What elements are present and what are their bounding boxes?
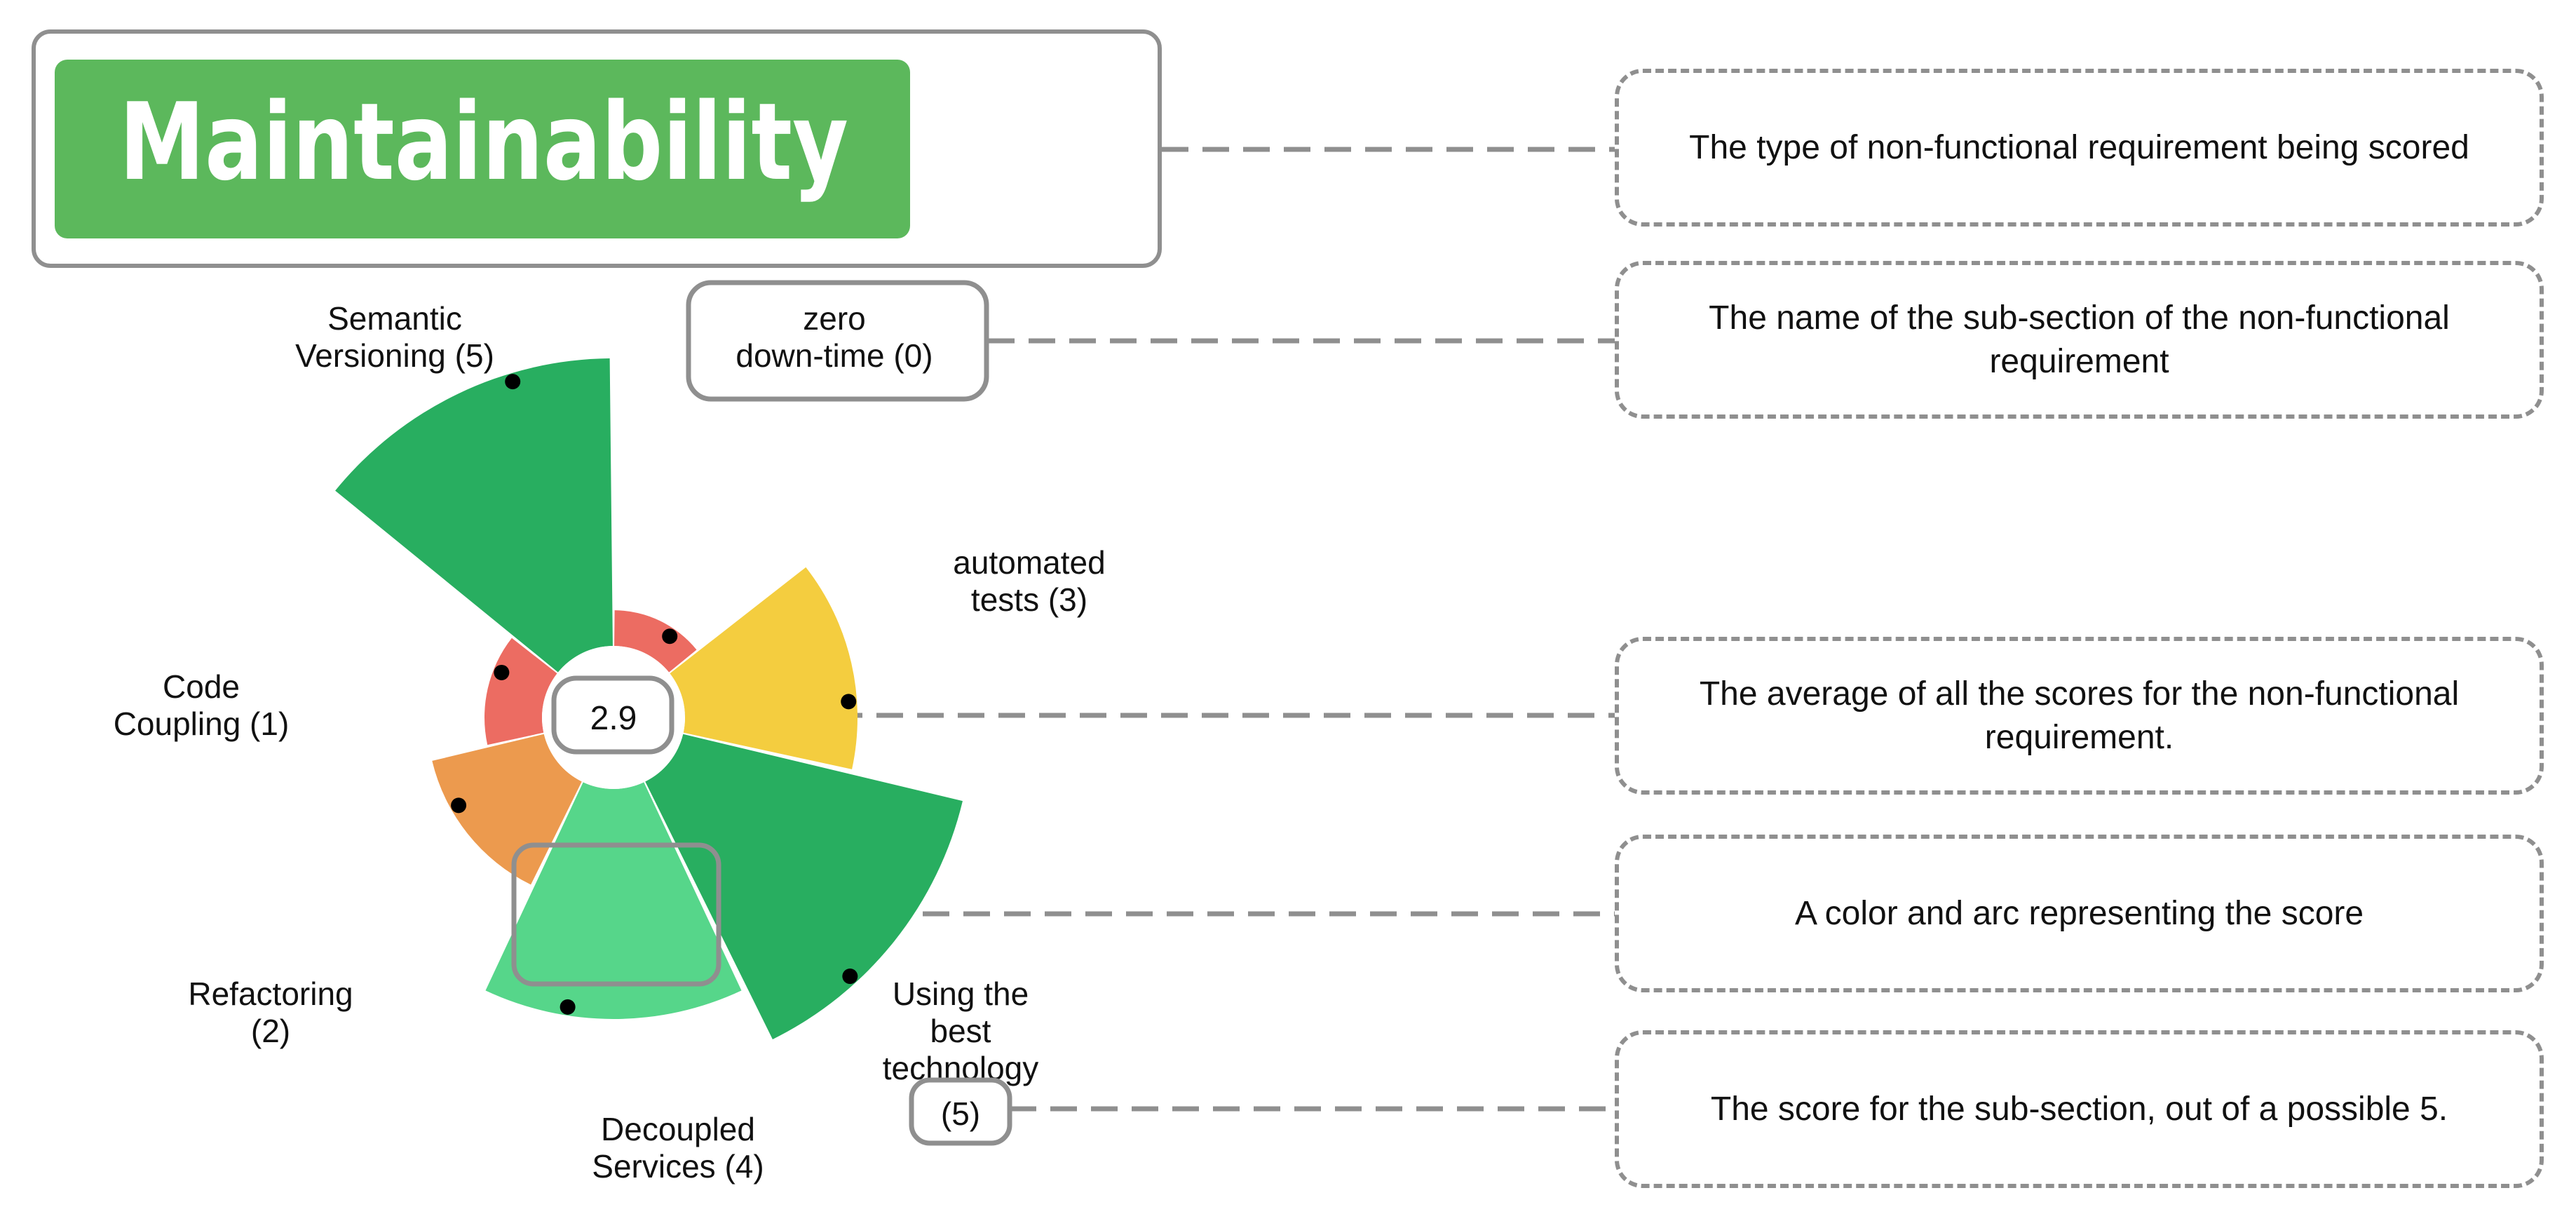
callout-section-score: The score for the sub-section, out of a …	[1615, 1030, 2544, 1188]
section-score-dot	[494, 664, 510, 680]
section-label-line: Using the	[893, 976, 1029, 1012]
section-name-frame	[686, 280, 989, 402]
section-label-line: Code	[163, 668, 240, 705]
section-label-line: Refactoring	[188, 976, 353, 1012]
callout-connectors	[673, 147, 1615, 1112]
callout-section-name: The name of the sub-section of the non-f…	[1615, 261, 2544, 419]
score-dots	[451, 374, 858, 1015]
highlight-frames	[511, 280, 989, 987]
callout-score-arc: A color and arc representing the score	[1615, 835, 2544, 992]
section-wedge	[670, 567, 858, 769]
title-badge	[55, 60, 910, 238]
section-label-line: Semantic	[327, 300, 462, 337]
section-label-line: Versioning (5)	[295, 337, 494, 374]
section-wedge	[614, 610, 697, 673]
title-panel: Maintainability	[32, 29, 1162, 268]
average-score-value: 2.9	[590, 700, 637, 737]
section-label-line: Coupling (1)	[114, 706, 290, 742]
average-score-badge: 2.9	[542, 646, 685, 789]
section-wedge	[645, 734, 963, 1039]
section-score-frame	[909, 1077, 1012, 1146]
average-score-frame	[551, 675, 674, 755]
section-wedge	[335, 358, 613, 673]
section-label: Refactoring(2)	[188, 976, 353, 1049]
section-label-line: Services (4)	[592, 1148, 764, 1185]
section-label-line: (2)	[251, 1013, 290, 1049]
section-score-dot	[505, 374, 521, 390]
section-score-dot	[451, 797, 467, 814]
section-score-label: (5)	[941, 1095, 980, 1132]
section-score-dot	[560, 999, 576, 1015]
section-label-line: tests (3)	[971, 581, 1087, 618]
arc-highlight-frame	[511, 842, 721, 987]
section-label-line: zero	[803, 300, 865, 337]
section-score-dot	[662, 628, 678, 645]
section-label-line: best	[930, 1013, 991, 1049]
section-score-dot	[841, 694, 857, 710]
section-score-dot	[842, 969, 858, 985]
section-wedge	[484, 638, 557, 746]
section-label-line: Decoupled	[601, 1111, 755, 1147]
section-wedge	[485, 782, 742, 1019]
section-label-line: down-time (0)	[735, 337, 933, 374]
section-label-line: automated	[953, 544, 1105, 581]
callout-requirement-type: The type of non-functional requirement b…	[1615, 69, 2544, 227]
title-text: Maintainability	[119, 80, 848, 204]
callout-average-score: The average of all the scores for the no…	[1615, 637, 2544, 795]
